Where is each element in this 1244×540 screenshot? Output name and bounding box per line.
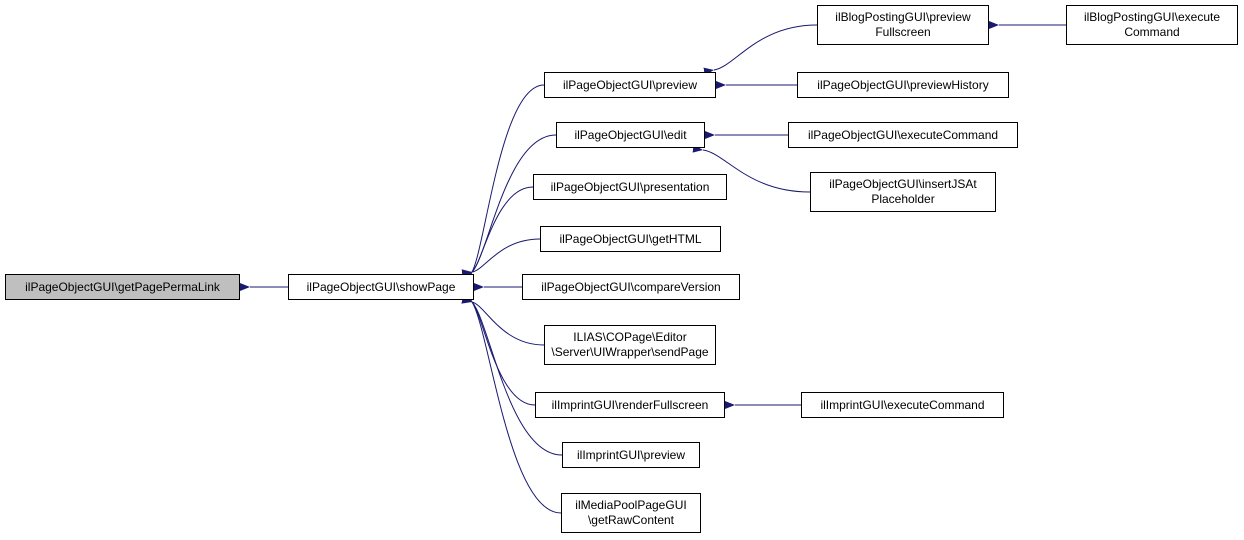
edge-getRawContent-to-showPage (463, 291, 562, 514)
node-label-line: ilPageObjectGUI\previewHistory (817, 77, 989, 92)
node-renderfullscreen[interactable]: ilImprintGUI\renderFullscreen (535, 392, 725, 418)
node-showpage[interactable]: ilPageObjectGUI\showPage (288, 274, 474, 300)
node-pageexecutecommand[interactable]: ilPageObjectGUI\executeCommand (788, 122, 1018, 148)
node-edit[interactable]: ilPageObjectGUI\edit (556, 122, 705, 148)
node-label-line: ilPageObjectGUI\preview (562, 77, 698, 92)
node-preview[interactable]: ilPageObjectGUI\preview (544, 72, 716, 98)
node-label-line: ilPageObjectGUI\getHTML (559, 231, 702, 246)
node-label-line: Placeholder (871, 192, 935, 206)
node-label-line: ilImprintGUI\preview (576, 447, 686, 462)
node-previewhistory[interactable]: ilPageObjectGUI\previewHistory (797, 72, 1009, 98)
node-label-line: ilImprintGUI\executeCommand (820, 397, 985, 412)
node-label-line: ilPageObjectGUI\executeCommand (807, 127, 999, 142)
node-gethtml[interactable]: ilPageObjectGUI\getHTML (540, 226, 721, 252)
edge-sendPage-to-showPage (461, 295, 545, 346)
node-label-line: ilPageObjectGUI\getPagePermaLink (25, 279, 220, 294)
node-label-line: ilPageObjectGUI\compareVersion (541, 279, 721, 294)
node-imprintpreview[interactable]: ilImprintGUI\preview (562, 442, 700, 468)
node-getpagepermalink: ilPageObjectGUI\getPagePermaLink (5, 274, 240, 300)
node-presentation[interactable]: ilPageObjectGUI\presentation (533, 174, 727, 200)
node-sendpage[interactable]: ILIAS\COPage\Editor\Server\UIWrapper\sen… (544, 325, 716, 365)
node-label-line: ilPageObjectGUI\insertJSAt (829, 177, 977, 191)
node-imprintexecutecommand[interactable]: ilImprintGUI\executeCommand (801, 392, 1004, 418)
node-getrawcontent[interactable]: ilMediaPoolPageGUI\getRawContent (561, 493, 701, 533)
node-label-line: ilImprintGUI\renderFullscreen (551, 397, 709, 412)
edge-blogPreviewFullscreen-to-preview (703, 24, 818, 76)
edge-insertJSAtPlaceholder-to-edit (692, 144, 811, 193)
edge-imprintPreview-to-showPage (462, 291, 563, 456)
edge-getHTML-to-showPage (461, 238, 541, 278)
node-label-line: ilPageObjectGUI\edit (574, 127, 687, 142)
node-label-line: Command (1124, 25, 1180, 39)
node-label-line: \getRawContent (587, 513, 675, 527)
node-compareversion[interactable]: ilPageObjectGUI\compareVersion (522, 274, 740, 300)
node-label-line: Fullscreen (875, 25, 931, 39)
node-label-line: ilPageObjectGUI\presentation (550, 179, 710, 194)
edge-renderFullscreen-to-showPage (462, 291, 536, 406)
node-label-line: \Server\UIWrapper\sendPage (551, 345, 709, 359)
edge-presentation-to-showPage (461, 186, 534, 282)
edge-preview-to-showPage (463, 84, 545, 283)
node-label-line: ilMediaPoolPageGUI (575, 498, 687, 512)
node-label-line: ilPageObjectGUI\showPage (306, 279, 456, 294)
node-label-line: ILIAS\COPage\Editor (573, 330, 687, 344)
node-label-line: ilBlogPostingGUI\execute (1083, 10, 1221, 24)
node-label-line: ilBlogPostingGUI\preview (835, 10, 971, 24)
